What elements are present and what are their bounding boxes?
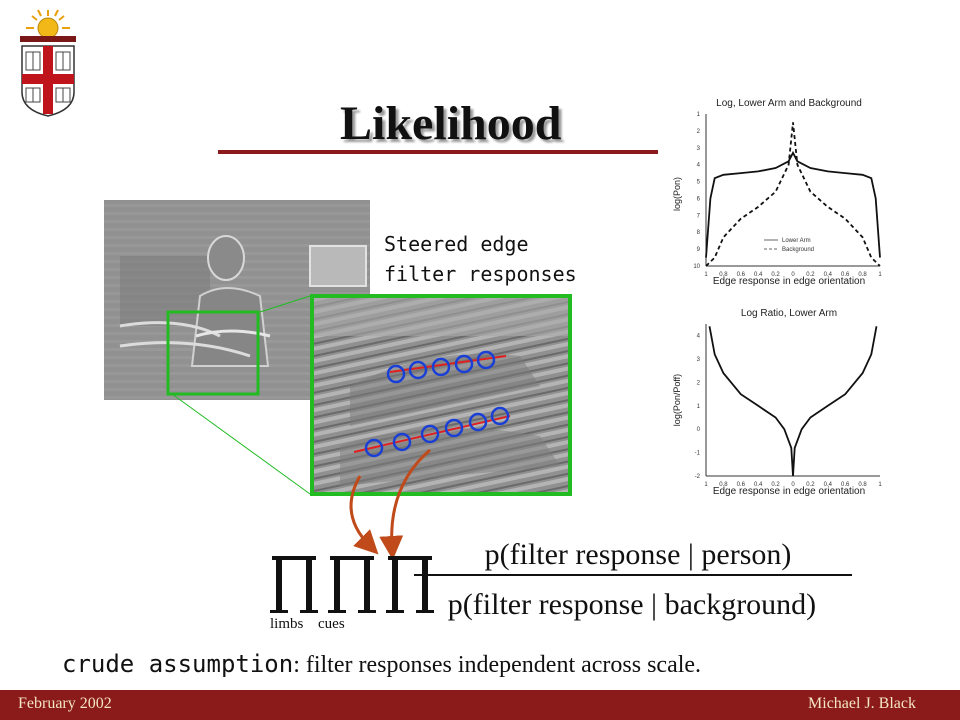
x-tick-label: 0.8 bbox=[858, 482, 867, 488]
y-tick-label: 2 bbox=[697, 380, 701, 386]
x-tick-label: 0.6 bbox=[737, 272, 746, 278]
caption-line-2: filter responses bbox=[384, 262, 577, 286]
y-tick-label: 5 bbox=[697, 180, 701, 186]
y-tick-label: -1 bbox=[695, 451, 701, 457]
sample-circle bbox=[420, 424, 440, 444]
x-tick-label: 0.8 bbox=[719, 272, 728, 278]
product-symbol bbox=[386, 556, 434, 613]
y-tick-label: -2 bbox=[695, 474, 701, 480]
y-tick-label: 3 bbox=[697, 357, 701, 363]
sample-circle bbox=[386, 364, 406, 384]
assumption-label: crude assumption bbox=[62, 650, 294, 678]
chart-log-ratio-lower-arm: Log Ratio, Lower Arm log(Pon/Poff) Edge … bbox=[672, 308, 882, 497]
chart-title: Log Ratio, Lower Arm bbox=[741, 308, 837, 319]
chart-log-lower-arm-background: Log, Lower Arm and Background log(Pon) E… bbox=[672, 98, 882, 287]
product-symbol bbox=[270, 556, 318, 613]
filter-response-figure bbox=[104, 200, 572, 556]
y-tick-label: 4 bbox=[697, 334, 701, 340]
connector-line-top bbox=[259, 295, 311, 313]
y-tick-label: 1 bbox=[697, 404, 701, 410]
slide-title: Likelihood bbox=[340, 97, 562, 150]
region-box-small bbox=[166, 310, 260, 396]
x-tick-label: 0.2 bbox=[806, 272, 815, 278]
subscript-limbs: limbs bbox=[270, 616, 304, 632]
y-tick-label: 3 bbox=[697, 146, 701, 152]
x-axis-label: Edge response in edge orientation bbox=[713, 276, 865, 287]
likelihood-formula: limbs cues p(filter response | person) p… bbox=[270, 538, 852, 632]
x-tick-label: 0.2 bbox=[771, 482, 780, 488]
arrow-cues bbox=[349, 475, 379, 555]
x-tick-label: 0 bbox=[791, 272, 795, 278]
sample-circle bbox=[454, 354, 474, 374]
sample-circle bbox=[490, 406, 510, 426]
region-box-zoomed bbox=[310, 294, 572, 496]
sample-circle bbox=[431, 357, 451, 377]
y-tick-label: 7 bbox=[697, 213, 701, 219]
formula-numerator: p(filter response | person) bbox=[485, 538, 792, 571]
x-tick-label: 0.4 bbox=[824, 272, 833, 278]
legend-entry: Lower Arm bbox=[782, 238, 811, 244]
sample-circle bbox=[468, 412, 488, 432]
assumption-text: : filter responses independent across sc… bbox=[293, 652, 702, 678]
caption-line-1: Steered edge bbox=[384, 232, 529, 256]
series-line bbox=[705, 122, 881, 267]
y-axis-label: log(Pon) bbox=[672, 177, 682, 211]
x-tick-label: 0 bbox=[791, 482, 795, 488]
legend-entry: Background bbox=[782, 247, 814, 253]
sample-circle bbox=[476, 350, 496, 370]
x-tick-label: 0.4 bbox=[824, 482, 833, 488]
assumption-statement: crude assumption: filter responses indep… bbox=[62, 650, 701, 679]
x-tick-label: 0.8 bbox=[858, 272, 867, 278]
x-tick-label: 0.6 bbox=[841, 482, 850, 488]
arrow-limbs bbox=[379, 448, 431, 556]
sample-circle bbox=[444, 418, 464, 438]
sun-crest bbox=[20, 9, 76, 42]
x-tick-label: 0.2 bbox=[806, 482, 815, 488]
x-tick-label: 0.4 bbox=[754, 272, 763, 278]
x-tick-label: 0.6 bbox=[841, 272, 850, 278]
x-tick-label: 0.2 bbox=[771, 272, 780, 278]
y-tick-label: 8 bbox=[697, 230, 701, 236]
y-axis-label: log(Pon/Poff) bbox=[672, 374, 682, 426]
x-tick-label: 1 bbox=[704, 482, 708, 488]
y-tick-label: 2 bbox=[697, 129, 701, 135]
x-tick-label: 1 bbox=[704, 272, 708, 278]
y-tick-label: 4 bbox=[697, 163, 701, 169]
sample-circle bbox=[408, 360, 428, 380]
series-line bbox=[705, 150, 881, 258]
x-tick-label: 0.8 bbox=[719, 482, 728, 488]
y-tick-label: 9 bbox=[697, 247, 701, 253]
sample-circle bbox=[364, 438, 384, 458]
y-tick-label: 0 bbox=[697, 427, 701, 433]
title-underline bbox=[218, 150, 658, 154]
x-tick-label: 0.6 bbox=[737, 482, 746, 488]
footer-author: Michael J. Black bbox=[808, 695, 916, 712]
chart-title: Log, Lower Arm and Background bbox=[716, 98, 862, 109]
x-axis-label: Edge response in edge orientation bbox=[713, 486, 865, 497]
footer-bar bbox=[0, 690, 960, 720]
product-symbol bbox=[328, 556, 376, 613]
x-tick-label: 1 bbox=[878, 272, 882, 278]
x-tick-label: 1 bbox=[878, 482, 882, 488]
y-tick-label: 1 bbox=[697, 112, 701, 118]
x-tick-label: 0.4 bbox=[754, 482, 763, 488]
sample-circle bbox=[392, 432, 412, 452]
footer-date: February 2002 bbox=[18, 695, 112, 712]
formula-denominator: p(filter response | background) bbox=[448, 588, 816, 621]
connector-line-bottom bbox=[171, 393, 311, 495]
brown-shield-logo bbox=[20, 9, 76, 117]
series-line bbox=[708, 326, 878, 477]
zoomed-image bbox=[312, 296, 570, 494]
y-tick-label: 6 bbox=[697, 196, 701, 202]
limb-line-lower bbox=[353, 415, 511, 453]
y-tick-label: 10 bbox=[693, 264, 700, 270]
subscript-cues: cues bbox=[318, 616, 345, 632]
